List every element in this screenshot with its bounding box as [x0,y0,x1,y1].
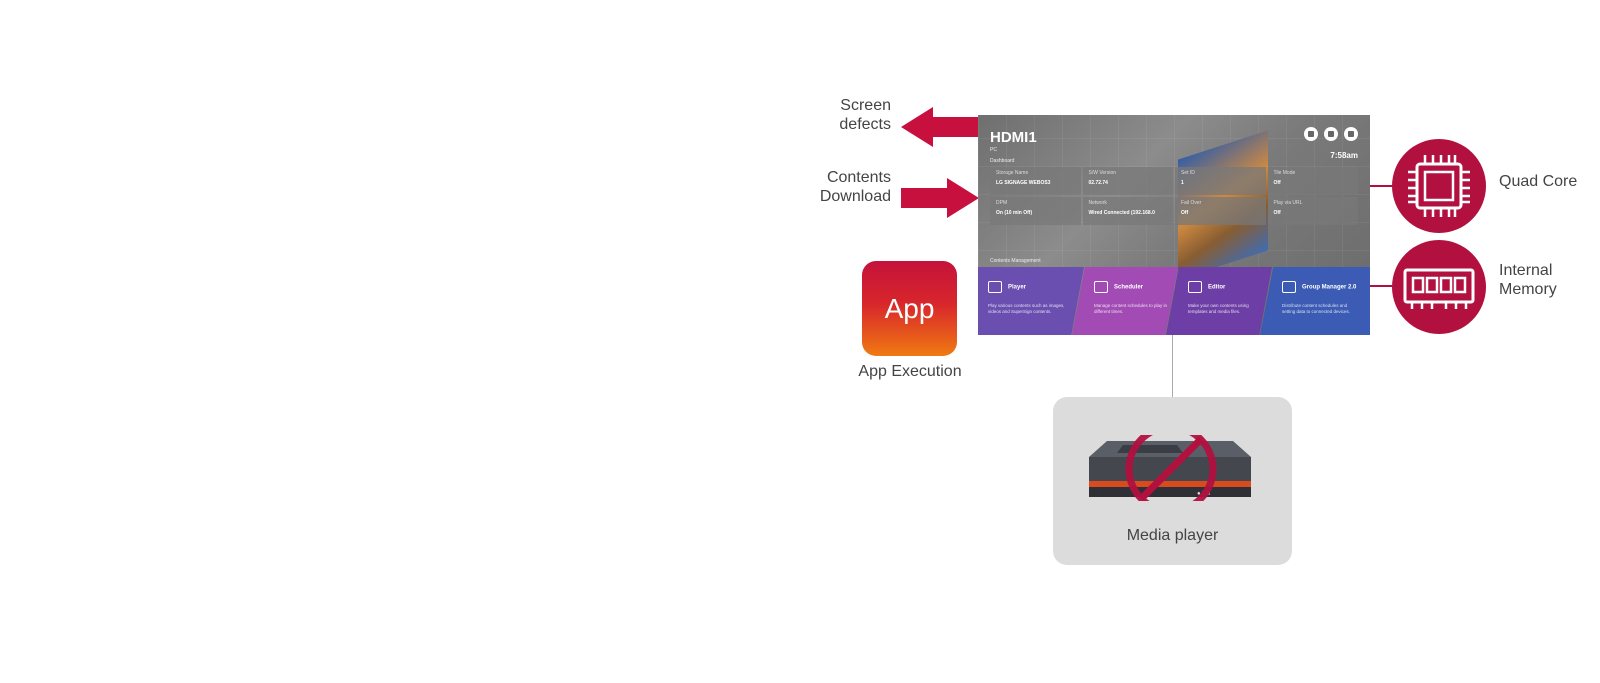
prohibited-icon [1125,435,1217,501]
scheduler-tile[interactable]: Scheduler Manage content schedules to pl… [1072,267,1178,335]
storage-icon[interactable] [1304,127,1318,141]
internal-memory-label: Internal Memory [1499,262,1557,298]
connector-line [1370,285,1392,287]
screen-defects-label: Screen defects [839,97,891,133]
editor-icon [1188,281,1202,293]
outgoing-arrow-icon [901,107,979,147]
scheduler-icon [1094,281,1108,293]
player-icon [988,281,1002,293]
dashboard-label: Dashboard [990,158,1015,164]
media-player-label: Media player [1126,527,1219,544]
contents-management-label: Contents Management [990,258,1041,264]
editor-tile[interactable]: Editor Make your own contents using temp… [1166,267,1272,335]
input-title: HDMI1 [990,129,1037,146]
settings-icon[interactable] [1344,127,1358,141]
memory-module-icon [1403,268,1475,309]
group-manager-icon [1282,281,1296,293]
input-subtitle: PC [990,147,997,153]
group-manager-tile[interactable]: Group Manager 2.0 Distribute content sch… [1260,267,1370,335]
contents-download-label: Contents Download [819,169,891,205]
media-player-device: ● LG [1089,435,1251,501]
clock: 7:58am [1330,151,1358,160]
app-icon: App [862,261,957,356]
cpu-chip-icon [1408,155,1470,217]
player-tile[interactable]: Player Play various contents such as ima… [978,267,1084,335]
incoming-arrow-icon [901,178,979,218]
connector-line [1370,185,1392,187]
quad-core-badge [1392,139,1486,233]
contents-management-row: Player Play various contents such as ima… [978,267,1370,335]
internal-memory-badge [1392,240,1486,334]
quad-core-label: Quad Core [1499,173,1578,190]
media-player-panel: ● LG Media player [1053,397,1292,565]
menu-icon[interactable] [1324,127,1338,141]
screen-toolbar [1304,127,1358,141]
media-player-connector [1172,335,1173,397]
app-execution-label: App Execution [858,363,962,380]
